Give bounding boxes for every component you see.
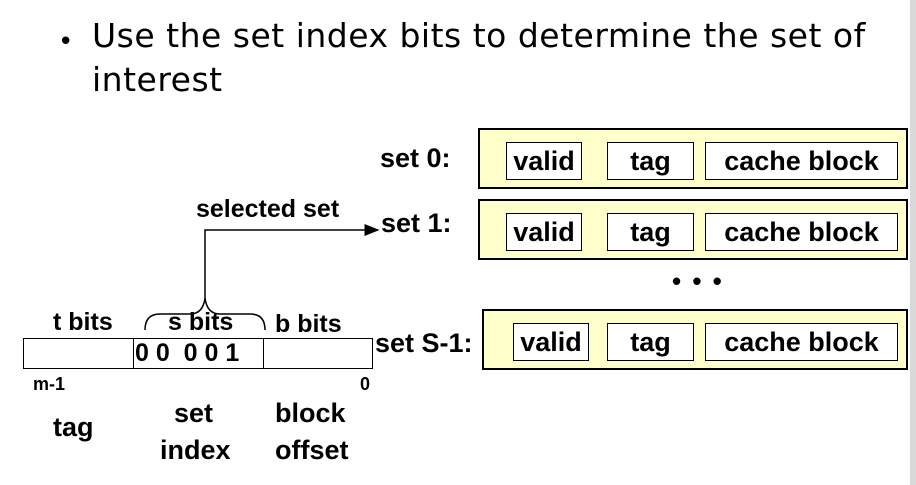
- set-0-cache-block-field: cache block: [705, 142, 898, 180]
- s-bits-label: s bits: [168, 308, 234, 336]
- slide-edge: [910, 0, 916, 485]
- set-0-tag-field: tag: [607, 142, 694, 180]
- field-name-block-line1: block: [275, 398, 346, 428]
- low-bit-label: 0: [360, 374, 371, 394]
- set-1-cache-block-field: cache block: [705, 213, 898, 251]
- bullet-icon: •: [58, 27, 74, 57]
- ellipsis: • • •: [672, 266, 724, 296]
- address-tag-segment: [23, 338, 135, 369]
- field-name-tag: tag: [53, 412, 94, 442]
- high-bit-label: m-1: [33, 374, 66, 394]
- set-s-1-cache-block-field: cache block: [705, 323, 898, 361]
- b-bits-label: b bits: [275, 310, 342, 338]
- address-set-index-segment: 0 0 0 0 1: [133, 338, 265, 369]
- address-block-offset-segment: [263, 338, 373, 369]
- bullet-text-line2: interest: [92, 60, 223, 99]
- selected-set-label: selected set: [196, 195, 340, 223]
- t-bits-label: t bits: [53, 308, 113, 336]
- field-name-index-line2: index: [160, 435, 231, 465]
- set-s-1: valid tag cache block: [482, 309, 908, 370]
- set-0-valid-field: valid: [506, 142, 582, 180]
- set-s-1-tag-field: tag: [607, 323, 694, 361]
- set-0-label: set 0:: [380, 143, 451, 173]
- set-s-1-label: set S-1:: [375, 328, 473, 358]
- set-s-1-valid-field: valid: [513, 323, 589, 361]
- set-1-tag-field: tag: [607, 213, 694, 251]
- set-1: valid tag cache block: [478, 199, 908, 260]
- set-index-bits-value: 0 0 0 0 1: [135, 339, 240, 367]
- set-1-valid-field: valid: [506, 213, 582, 251]
- field-name-offset-line2: offset: [275, 435, 349, 465]
- s-bits-brace: [144, 297, 266, 331]
- set-0: valid tag cache block: [478, 128, 908, 189]
- field-name-set-line1: set: [174, 398, 214, 428]
- bullet-text-line1: Use the set index bits to determine the …: [92, 16, 866, 55]
- set-1-label: set 1:: [381, 208, 452, 238]
